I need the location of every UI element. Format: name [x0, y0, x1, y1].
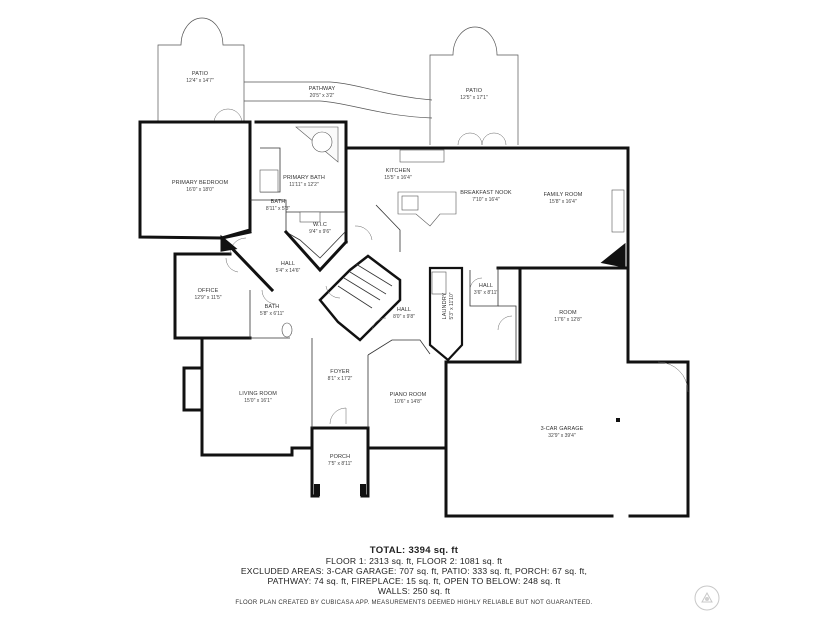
room-name-pathway: PATHWAY	[309, 86, 336, 92]
fixtures	[220, 126, 626, 496]
room-dims-hall-center: 8'0" x 9'8"	[393, 314, 415, 320]
room-name-breakfast-nook: BREAKFAST NOOK	[460, 190, 512, 196]
floor-plan: PATIO 12'4" x 14'7" PATHWAY 20'5" x 3'2"…	[138, 17, 690, 518]
room-dims-laundry: 5'3" x 11'10"	[449, 292, 455, 319]
room-name-hall-center: HALL	[397, 307, 411, 313]
room-name-piano-room: PIANO ROOM	[390, 392, 427, 398]
excluded-areas-2: PATHWAY: 74 sq. ft, FIREPLACE: 15 sq. ft…	[267, 576, 561, 586]
room-dims-garage: 32'9" x 39'4"	[548, 433, 576, 439]
room-name-patio-right: PATIO	[466, 88, 483, 94]
room-name-hall-small: HALL	[479, 283, 493, 289]
room-dims-room: 17'6" x 12'8"	[554, 317, 582, 323]
cubicasa-logo-icon	[694, 585, 720, 611]
room-dims-primary-bath: 11'11" x 12'2"	[289, 182, 319, 188]
room-dims-hall-small: 3'6" x 8'11"	[474, 290, 498, 296]
room-dims-hall-left: 5'4" x 14'6"	[276, 268, 301, 274]
floor-areas: FLOOR 1: 2313 sq. ft, FLOOR 2: 1081 sq. …	[325, 556, 503, 566]
room-dims-family-room: 15'8" x 16'4"	[549, 199, 577, 205]
door-swings	[225, 225, 689, 425]
room-name-bath-upper: BATH	[271, 199, 286, 205]
excluded-areas-1: EXCLUDED AREAS: 3-CAR GARAGE: 707 sq. ft…	[240, 566, 588, 576]
room-dims-office: 12'9" x 11'5"	[194, 295, 221, 301]
room-dims-bath-lower: 5'8" x 6'11"	[260, 311, 284, 317]
room-name-foyer: FOYER	[330, 369, 349, 375]
room-name-bath-lower: BATH	[265, 304, 280, 310]
room-name-living-room: LIVING ROOM	[239, 391, 277, 397]
room-name-room: ROOM	[559, 310, 577, 316]
room-name-hall-left: HALL	[281, 261, 295, 267]
room-dims-foyer: 8'1" x 17'2"	[328, 376, 353, 382]
room-name-laundry: LAUNDRY	[442, 292, 448, 319]
room-name-garage: 3-CAR GARAGE	[541, 426, 584, 432]
room-name-wic: W.I.C	[313, 222, 327, 228]
room-name-office: OFFICE	[198, 288, 219, 294]
room-name-porch: PORCH	[330, 454, 350, 460]
room-name-primary-bedroom: PRIMARY BEDROOM	[172, 180, 229, 186]
room-name-family-room: FAMILY ROOM	[544, 192, 583, 198]
room-name-kitchen: KITCHEN	[386, 168, 411, 174]
walls-area: WALLS: 250 sq. ft	[377, 586, 451, 596]
room-dims-wic: 9'4" x 9'6"	[309, 229, 331, 235]
room-name-patio-left: PATIO	[192, 71, 209, 77]
room-dims-breakfast-nook: 7'10" x 16'4"	[472, 197, 500, 203]
room-name-primary-bath: PRIMARY BATH	[283, 175, 325, 181]
room-dims-kitchen: 15'5" x 16'4"	[384, 175, 412, 181]
pathway-outline	[244, 81, 433, 119]
room-dims-piano-room: 10'6" x 14'8"	[394, 399, 422, 405]
disclaimer: FLOOR PLAN CREATED BY CUBICASA APP. MEAS…	[235, 600, 593, 606]
room-dims-primary-bedroom: 16'0" x 18'0"	[186, 187, 214, 193]
room-dims-bath-upper: 8'11" x 5'3"	[266, 206, 290, 212]
room-dims-patio-left: 12'4" x 14'7"	[186, 78, 214, 84]
room-dims-pathway: 20'5" x 3'2"	[310, 93, 335, 99]
room-dims-patio-right: 12'5" x 17'1"	[460, 95, 488, 101]
total-area: TOTAL: 3394 sq. ft	[369, 545, 459, 556]
patio-right-outline	[429, 26, 519, 146]
room-labels: PATIO 12'4" x 14'7" PATHWAY 20'5" x 3'2"…	[172, 71, 584, 467]
room-dims-living-room: 15'0" x 16'1"	[244, 398, 272, 404]
room-dims-porch: 7'5" x 8'11"	[328, 461, 352, 467]
